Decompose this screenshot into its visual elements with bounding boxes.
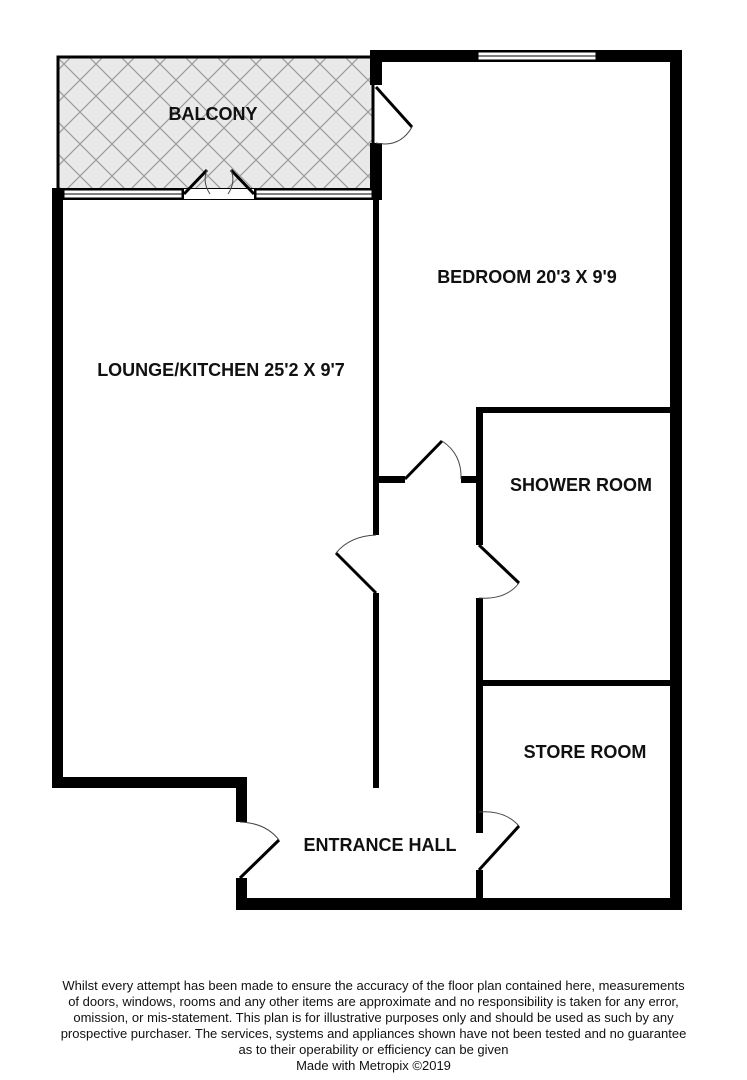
walls bbox=[52, 50, 682, 910]
label-bedroom: BEDROOM 20'3 X 9'9 bbox=[437, 267, 617, 287]
door-store bbox=[477, 811, 521, 872]
wall-lounge-left bbox=[52, 188, 63, 788]
metropix-credit: Made with Metropix ©2019 bbox=[296, 1058, 451, 1073]
door-shower bbox=[477, 543, 521, 599]
door-balcony bbox=[182, 168, 256, 196]
balcony-area bbox=[56, 55, 375, 190]
room-labels: BALCONY BEDROOM 20'3 X 9'9 LOUNGE/KITCHE… bbox=[97, 104, 652, 855]
wall-bedroom-left-upper bbox=[370, 50, 382, 85]
balcony-railing bbox=[56, 55, 375, 190]
disclaimer-line: Whilst every attempt has been made to en… bbox=[62, 978, 685, 993]
windows bbox=[63, 51, 597, 199]
wall-lounge-right-upper bbox=[373, 195, 379, 535]
wall-bottom bbox=[236, 898, 682, 910]
door-lounge bbox=[334, 534, 378, 595]
disclaimer-line: as to their operability or efficiency ca… bbox=[238, 1042, 509, 1057]
label-lounge-kitchen: LOUNGE/KITCHEN 25'2 X 9'7 bbox=[97, 360, 345, 380]
door-bedroom-balcony bbox=[374, 85, 414, 145]
label-shower-room: SHOWER ROOM bbox=[510, 475, 652, 495]
wall-bedroom-left-lower bbox=[370, 143, 382, 200]
internal-walls bbox=[373, 195, 676, 905]
door-bedroom bbox=[403, 439, 462, 481]
disclaimer: Whilst every attempt has been made to en… bbox=[20, 978, 727, 1074]
wall-entrance-left-upper bbox=[236, 777, 247, 822]
wall-store-left-lower bbox=[476, 870, 483, 905]
wall-store-top bbox=[476, 680, 676, 686]
label-balcony: BALCONY bbox=[169, 104, 258, 124]
wall-entrance-left-lower bbox=[236, 878, 247, 910]
balcony-door-gap bbox=[184, 189, 254, 199]
disclaimer-line: prospective purchaser. The services, sys… bbox=[60, 1026, 687, 1041]
wall-lounge-bottom bbox=[52, 777, 247, 788]
disclaimer-line: of doors, windows, rooms and any other i… bbox=[68, 994, 679, 1009]
label-entrance-hall: ENTRANCE HALL bbox=[304, 835, 457, 855]
wall-bedroom-right bbox=[670, 50, 682, 910]
doors bbox=[182, 85, 521, 880]
wall-shower-top bbox=[476, 407, 676, 413]
disclaimer-line: omission, or mis-statement. This plan is… bbox=[73, 1010, 674, 1025]
wall-shower-left-lower bbox=[476, 598, 483, 833]
label-store-room: STORE ROOM bbox=[524, 742, 647, 762]
wall-bedroom-bottom-right bbox=[461, 476, 483, 483]
door-entrance bbox=[238, 821, 281, 880]
wall-shower-left-upper bbox=[476, 407, 483, 545]
wall-lounge-right-lower bbox=[373, 593, 379, 788]
floor-plan: BALCONY BEDROOM 20'3 X 9'9 LOUNGE/KITCHE… bbox=[52, 50, 682, 910]
balcony-hatching bbox=[58, 57, 373, 190]
wall-bedroom-bottom-left bbox=[373, 476, 405, 483]
